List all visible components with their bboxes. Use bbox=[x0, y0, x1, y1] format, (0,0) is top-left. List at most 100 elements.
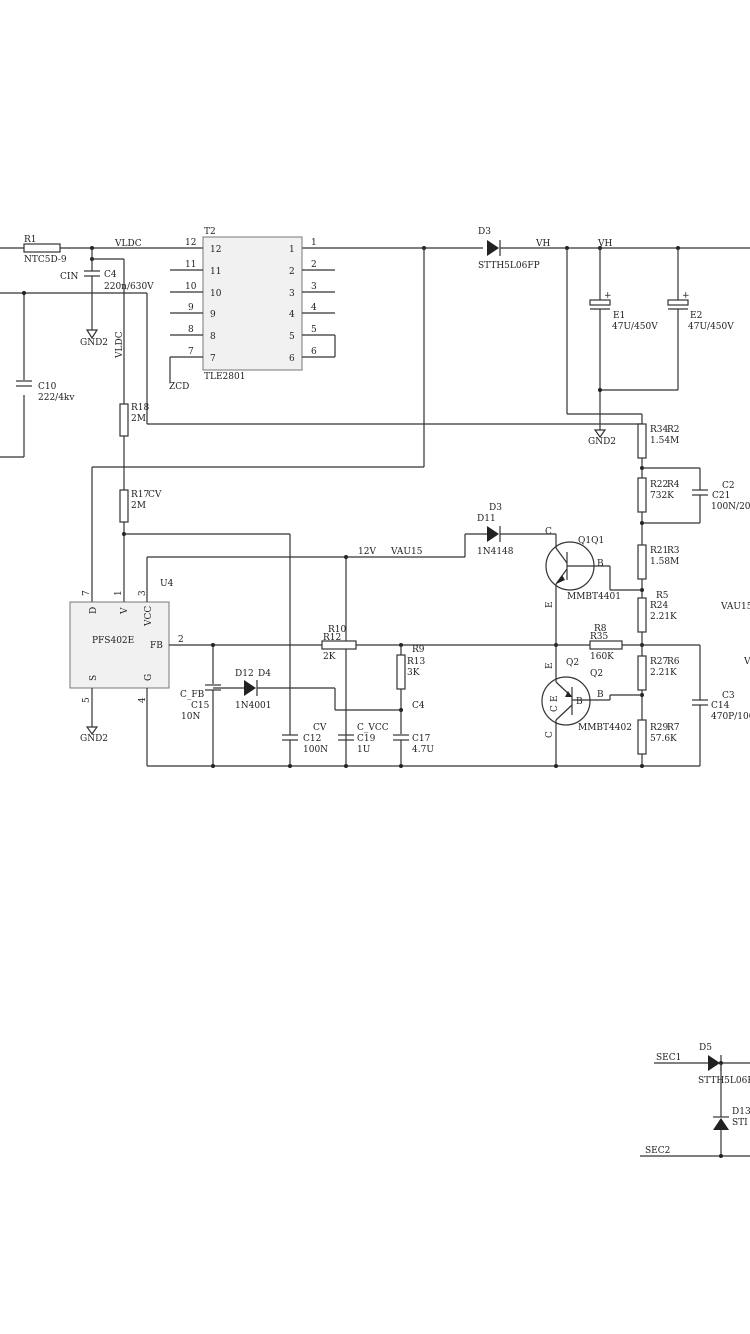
q2-pin-b-inner: B bbox=[576, 697, 583, 707]
net-c4: C4 bbox=[412, 701, 425, 711]
c10-capacitor: C10 222/4kv bbox=[16, 380, 75, 403]
t2-out-pin-10: 10 bbox=[185, 282, 197, 292]
net-12v: 12V bbox=[358, 547, 376, 557]
d12-diode: D12 D4 1N4001 bbox=[213, 669, 401, 711]
q2-value: MMBT4402 bbox=[578, 723, 632, 733]
q2-pin-e-outer: E bbox=[545, 662, 555, 669]
u4-num-vcc: 3 bbox=[138, 590, 148, 596]
r1-value: NTC5D-9 bbox=[24, 255, 67, 265]
c19-value: 1U bbox=[357, 745, 371, 755]
r1-resistor: R1 NTC5D-9 bbox=[23, 235, 67, 265]
c19-ref: C19 bbox=[357, 734, 376, 744]
c12-ref: C12 bbox=[303, 734, 321, 744]
r29-ref: R29 bbox=[650, 723, 669, 733]
c17-ref: C17 bbox=[412, 734, 431, 744]
net-vldc-vertical: VLDC bbox=[115, 331, 125, 359]
u4-ref: U4 bbox=[160, 579, 174, 589]
junction bbox=[211, 643, 215, 647]
r34-resistor: R34 R2 1.54M bbox=[637, 423, 680, 468]
net-vh-2: VH bbox=[597, 239, 612, 249]
c17-value: 4.7U bbox=[412, 745, 434, 755]
t2-out-pin-8: 8 bbox=[188, 325, 194, 335]
r21-ref: R21 bbox=[650, 546, 668, 556]
r29-value: 57.6K bbox=[650, 734, 677, 744]
d3-value: STTH5L06FP bbox=[478, 261, 540, 271]
r13-ref: R13 bbox=[407, 657, 426, 667]
t2-chip: T2 TLE2801 12 11 10 9 8 7 12 11 10 9 8 7… bbox=[169, 227, 336, 383]
r18-ref: R18 bbox=[131, 403, 150, 413]
d12-value: 1N4001 bbox=[235, 701, 272, 711]
junction bbox=[719, 1154, 723, 1158]
c21-alt: C2 bbox=[722, 481, 735, 491]
c14-ref: C14 bbox=[711, 701, 730, 711]
r35-ref: R35 bbox=[590, 632, 609, 642]
u4-num-v: 1 bbox=[114, 590, 124, 596]
r24-value: 2.21K bbox=[650, 612, 677, 622]
t2-in-pin-12: 12 bbox=[210, 245, 221, 255]
q1-transistor: Q1Q1 B E C MMBT4401 bbox=[545, 527, 642, 645]
t2-in-pin-5: 5 bbox=[289, 332, 295, 342]
junction bbox=[554, 764, 558, 768]
e1-ref: E1 bbox=[613, 311, 625, 321]
net-gnd2-c: GND2 bbox=[80, 734, 108, 744]
net-gnd2-b: GND2 bbox=[588, 437, 616, 447]
r34-alt: R2 bbox=[667, 425, 680, 435]
r35-resistor: R8 R35 160K bbox=[556, 624, 642, 662]
c21-capacitor: C21 C2 100N/200V bbox=[642, 467, 750, 524]
q2-transistor: Q2 Q2 B E E C C B MMBT4402 bbox=[541, 645, 642, 766]
q2-pin-e-inner: E bbox=[550, 695, 560, 702]
gnd2-symbol-a: GND2 bbox=[80, 329, 108, 348]
r27-value: 2.21K bbox=[650, 668, 677, 678]
c10-value: 222/4kv bbox=[38, 393, 75, 403]
u4-part: PFS402E bbox=[92, 636, 134, 646]
r17-ref: R17 bbox=[131, 490, 150, 500]
r35-value: 160K bbox=[590, 652, 614, 662]
u4-num-g: 4 bbox=[138, 697, 148, 703]
r22-value: 732K bbox=[650, 491, 674, 501]
net-gnd2-a: GND2 bbox=[80, 338, 108, 348]
t2-in-pin-4: 4 bbox=[289, 310, 295, 320]
c4-value: 220n/630V bbox=[104, 282, 154, 292]
q2-pin-c-outer: C bbox=[545, 731, 555, 738]
r13-resistor: R9 R13 3K bbox=[396, 645, 426, 734]
t2-in-pin-2: 2 bbox=[289, 267, 295, 277]
d3-ref: D3 bbox=[478, 227, 491, 237]
u4-num-fb: 2 bbox=[178, 635, 184, 645]
t2-out-pin-12: 12 bbox=[185, 238, 196, 248]
q1-pin-c: C bbox=[545, 527, 552, 537]
c4-ref: C4 bbox=[104, 270, 117, 280]
c15-capacitor: C15 10N bbox=[181, 684, 221, 722]
fb-wires bbox=[169, 644, 556, 766]
net-sec1: SEC1 bbox=[656, 1053, 681, 1063]
top-rail-wires bbox=[0, 247, 750, 458]
r24-ref: R24 bbox=[650, 601, 669, 611]
d13-ref: D13 bbox=[732, 1107, 750, 1117]
r1-ref: R1 bbox=[24, 235, 37, 245]
c17-capacitor: C17 4.7U bbox=[393, 734, 434, 766]
t2-in-pin-10: 10 bbox=[210, 289, 222, 299]
r13-value: 3K bbox=[407, 668, 420, 678]
t2-out-pin-9: 9 bbox=[188, 303, 194, 313]
d11-value: 1N4148 bbox=[477, 547, 514, 557]
u4-pin-fb-label: FB bbox=[150, 641, 163, 651]
q2-ref: Q2 bbox=[566, 658, 579, 668]
e1-capacitor: + E1 47U/450V bbox=[589, 248, 658, 424]
q1-pin-b: B bbox=[597, 559, 604, 569]
d3-diode: D3 STTH5L06FP bbox=[478, 227, 540, 271]
vau15-wires bbox=[124, 533, 556, 766]
r12-alt: R10 bbox=[328, 625, 347, 635]
svg-text:+: + bbox=[604, 291, 612, 301]
net-cv: CV bbox=[148, 490, 162, 500]
net-vau15-right: VAU15 bbox=[720, 602, 750, 612]
t2-out-pin-11: 11 bbox=[185, 260, 196, 270]
net-vldc: VLDC bbox=[114, 239, 142, 249]
q1-ref: Q1Q1 bbox=[578, 536, 604, 546]
net-c-vcc: C_VCC bbox=[357, 723, 389, 733]
t2-in-pin-1: 1 bbox=[289, 245, 295, 255]
t2-in-pin-8: 8 bbox=[210, 332, 216, 342]
c15-value: 10N bbox=[181, 712, 200, 722]
r12-ref: R12 bbox=[323, 633, 341, 643]
r35-alt: R8 bbox=[594, 624, 607, 634]
junction bbox=[344, 764, 348, 768]
gnd2-symbol-b: GND2 bbox=[588, 424, 616, 447]
